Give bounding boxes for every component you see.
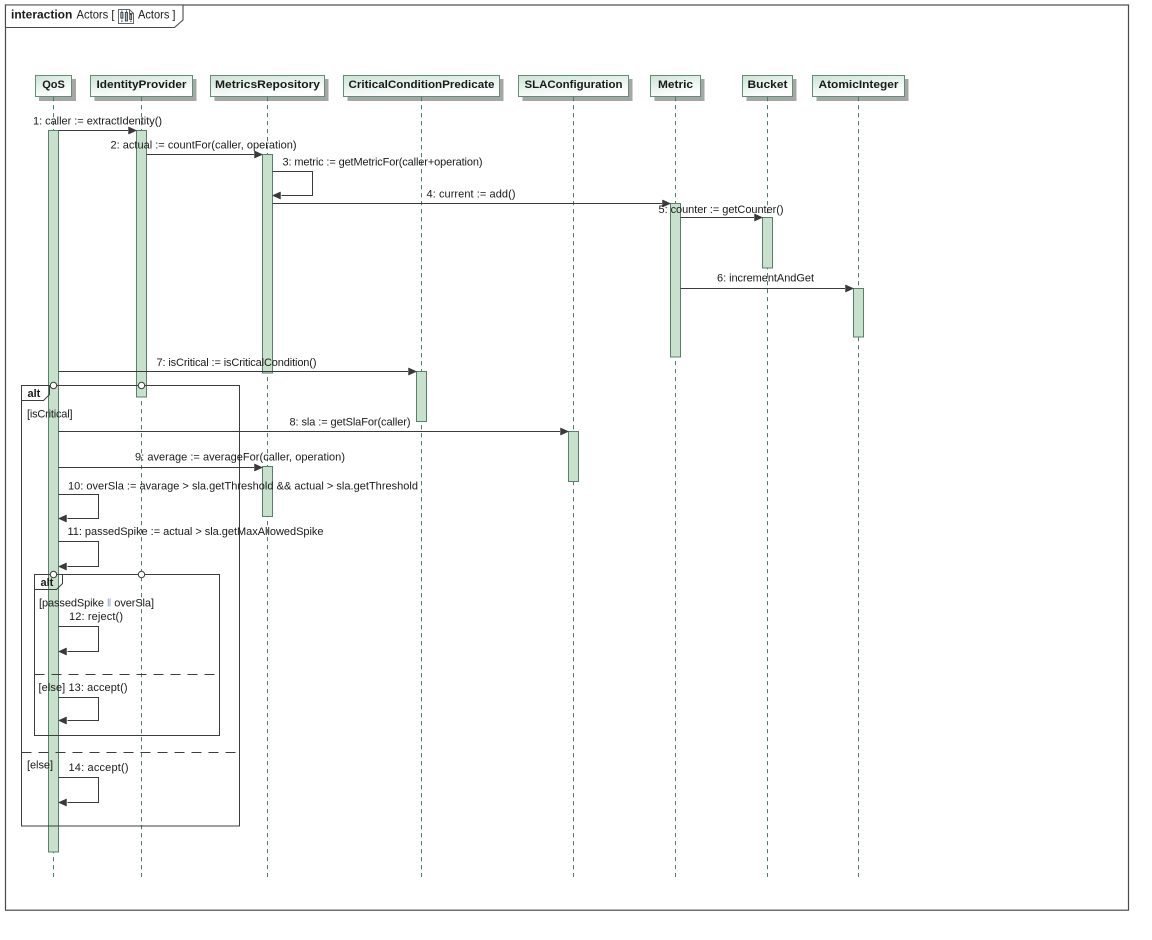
svg-text:MetricsRepository: MetricsRepository bbox=[215, 79, 321, 91]
svg-text:9: average := averageFor(calle: 9: average := averageFor(caller, operati… bbox=[135, 452, 345, 464]
svg-text:8: sla := getSlaFor(caller): 8: sla := getSlaFor(caller) bbox=[290, 417, 411, 429]
svg-text:11: passedSpike := actual > sl: 11: passedSpike := actual > sla.getMaxAl… bbox=[68, 526, 324, 538]
svg-text:[isCritical]: [isCritical] bbox=[27, 409, 73, 421]
svg-text:Actors ]: Actors ] bbox=[138, 8, 176, 22]
svg-text:[else] 13: accept(): [else] 13: accept() bbox=[39, 682, 128, 694]
svg-text:alt: alt bbox=[28, 388, 41, 400]
svg-text:7: isCritical := isCriticalCon: 7: isCritical := isCriticalCondition() bbox=[157, 357, 317, 369]
svg-text:Metric: Metric bbox=[658, 79, 693, 91]
svg-text:Actors [: Actors [ bbox=[77, 8, 116, 22]
svg-text:6: incrementAndGet: 6: incrementAndGet bbox=[717, 273, 814, 285]
svg-text:2: actual := countFor(caller,: 2: actual := countFor(caller, operation) bbox=[111, 140, 297, 152]
svg-text:interaction: interaction bbox=[11, 8, 72, 22]
svg-text:12: reject(): 12: reject() bbox=[69, 611, 123, 623]
svg-text:alt: alt bbox=[41, 577, 54, 589]
svg-text:CriticalConditionPredicate: CriticalConditionPredicate bbox=[349, 79, 495, 91]
svg-text:SLAConfiguration: SLAConfiguration bbox=[525, 79, 623, 91]
svg-text:3: metric := getMetricFor(call: 3: metric := getMetricFor(caller+operati… bbox=[283, 157, 483, 169]
svg-text:4: current := add(): 4: current := add() bbox=[427, 189, 516, 201]
svg-text:[else]: [else] bbox=[27, 760, 53, 772]
svg-text:1: caller := extractIdentity(): 1: caller := extractIdentity() bbox=[33, 116, 162, 128]
svg-text:10: overSla := avarage > sla.g: 10: overSla := avarage > sla.getThreshol… bbox=[68, 481, 418, 493]
svg-text:5: counter := getCounter(): 5: counter := getCounter() bbox=[659, 204, 784, 216]
svg-text:QoS: QoS bbox=[42, 79, 65, 91]
svg-text:[passedSpike ‖ overSla]: [passedSpike ‖ overSla] bbox=[39, 598, 154, 610]
svg-text:14: accept(): 14: accept() bbox=[69, 762, 129, 774]
svg-text:IdentityProvider: IdentityProvider bbox=[97, 79, 188, 91]
svg-text:Bucket: Bucket bbox=[748, 79, 788, 91]
svg-text:AtomicInteger: AtomicInteger bbox=[819, 79, 900, 91]
